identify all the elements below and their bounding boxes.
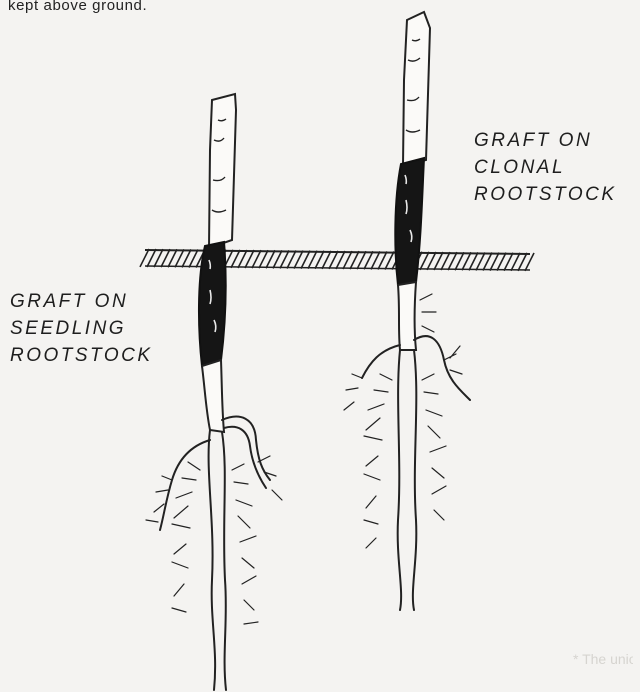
clonal-rootstock-tree bbox=[344, 12, 470, 610]
seedling-rootstock-tree bbox=[146, 94, 282, 690]
ground-line bbox=[140, 249, 534, 271]
label-clonal-line-2: CLONAL bbox=[474, 154, 617, 181]
graft-union-seedling bbox=[199, 242, 226, 366]
label-clonal-line-3: ROOTSTOCK bbox=[474, 181, 617, 208]
footnote-fragment: * The union should be kept at least 12 i… bbox=[573, 651, 633, 667]
label-clonal-rootstock: GRAFT ON CLONAL ROOTSTOCK bbox=[474, 127, 617, 208]
label-seedling-line-1: GRAFT ON bbox=[10, 288, 153, 315]
label-seedling-line-3: ROOTSTOCK bbox=[10, 342, 153, 369]
label-seedling-rootstock: GRAFT ON SEEDLING ROOTSTOCK bbox=[10, 288, 153, 369]
label-clonal-line-1: GRAFT ON bbox=[474, 127, 617, 154]
graft-union-clonal bbox=[395, 158, 424, 285]
label-seedling-line-2: SEEDLING bbox=[10, 315, 153, 342]
